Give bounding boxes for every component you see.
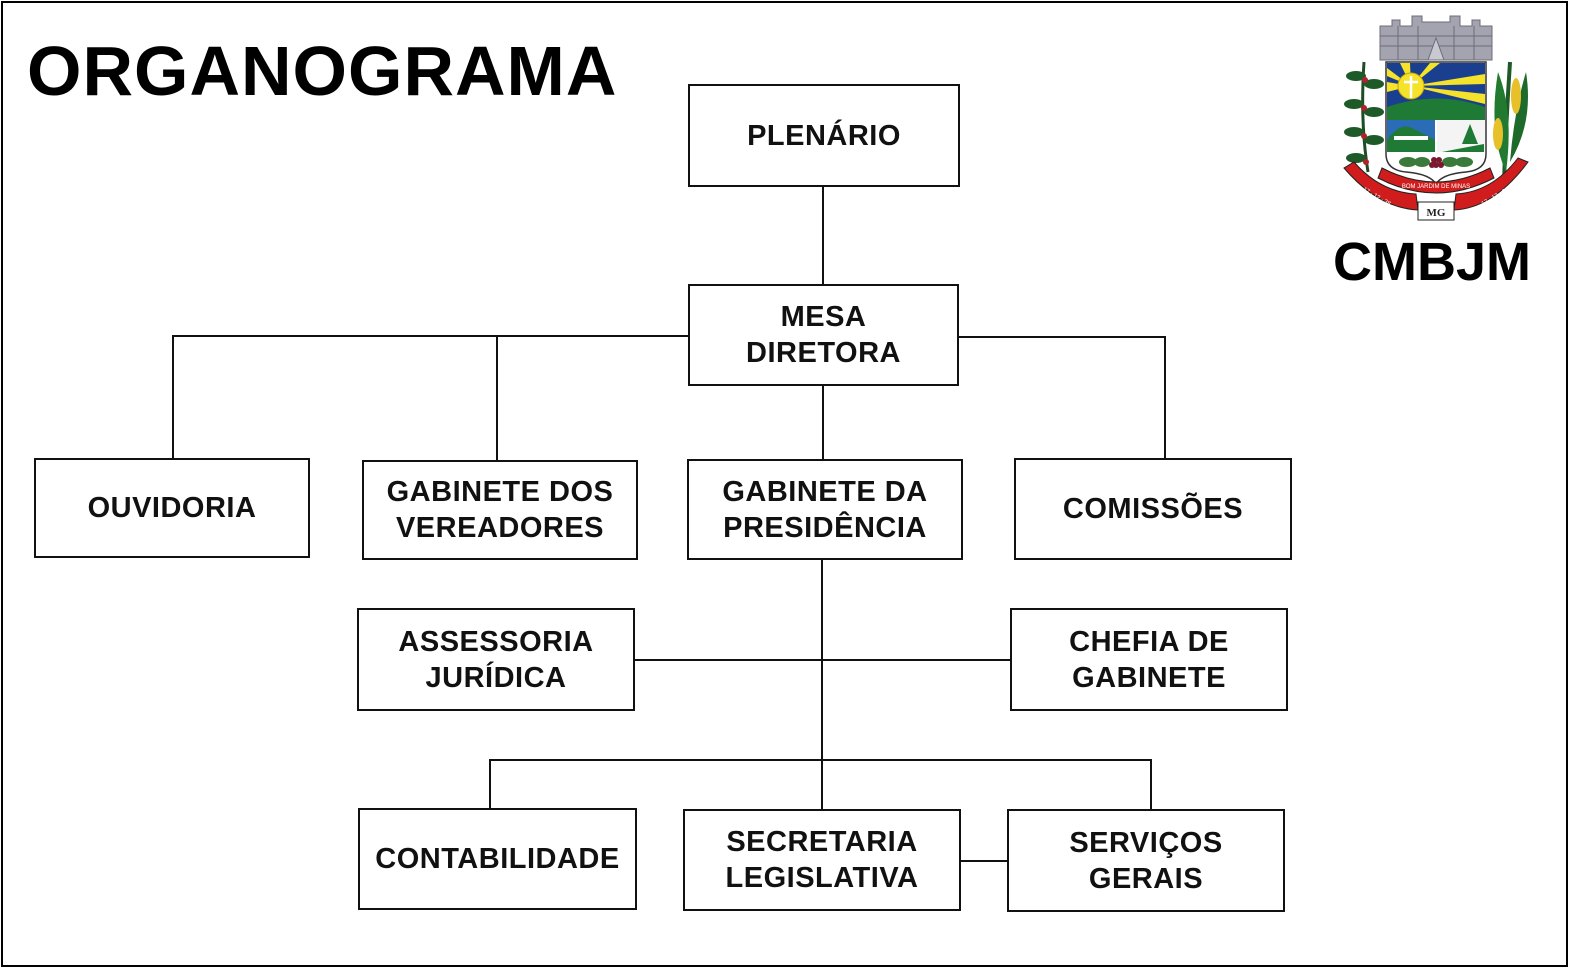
node-comissoes: COMISSÕES	[1014, 458, 1292, 560]
brand-acronym: CMBJM	[1333, 232, 1531, 292]
coffee-branch	[1344, 61, 1384, 173]
ribbon	[1343, 157, 1529, 221]
connector-presidencia-trunk	[821, 558, 823, 810]
node-label: SERVIÇOS GERAIS	[1069, 826, 1223, 895]
connector-to-ouvidoria	[172, 335, 174, 459]
node-gabinete-vereadores: GABINETE DOS VEREADORES	[362, 460, 638, 560]
node-mesa-diretora: MESA DIRETORA	[688, 284, 959, 386]
node-label: GABINETE DOS VEREADORES	[386, 476, 614, 544]
connector-to-comissoes	[1164, 336, 1166, 459]
connector-secretaria-servicos	[959, 860, 1009, 862]
node-gabinete-presidencia: GABINETE DA PRESIDÊNCIA	[687, 459, 963, 560]
connector-mesa-gabinete-presidencia	[822, 385, 824, 460]
node-label: COMISSÕES	[1062, 493, 1244, 525]
crest-state: MG	[1427, 207, 1446, 219]
node-label: PLENÁRIO	[747, 119, 901, 152]
connector-mesa-right-bus	[958, 336, 1166, 338]
node-ouvidoria: OUVIDORIA	[34, 458, 310, 558]
node-label: OUVIDORIA	[87, 492, 257, 524]
node-plenario: PLENÁRIO	[688, 84, 960, 187]
node-label: GABINETE DA PRESIDÊNCIA	[722, 475, 928, 544]
connector-mesa-left-bus	[172, 335, 688, 337]
node-chefia-gabinete: CHEFIA DE GABINETE	[1010, 608, 1288, 711]
node-label: ASSESSORIA JURÍDICA	[398, 625, 594, 694]
crest-ribbon-text: BOM JARDIM DE MINAS	[1402, 184, 1470, 190]
node-assessoria-juridica: ASSESSORIA JURÍDICA	[357, 608, 635, 711]
coat-of-arms-icon: BOM JARDIM DE MINAS 17 · 12 · 38 17 · 12…	[1343, 15, 1529, 221]
node-contabilidade: CONTABILIDADE	[358, 808, 637, 910]
node-secretaria-legislativa: SECRETARIA LEGISLATIVA	[683, 809, 961, 911]
connector-to-servicos-gerais	[1150, 759, 1152, 810]
node-label: MESA DIRETORA	[746, 301, 901, 369]
mural-crown	[1379, 15, 1493, 61]
node-label: SECRETARIA LEGISLATIVA	[725, 826, 919, 894]
connector-to-contabilidade	[489, 759, 491, 809]
page-title: ORGANOGRAMA	[27, 32, 618, 110]
node-servicos-gerais: SERVIÇOS GERAIS	[1007, 809, 1285, 912]
connector-plenario-mesa	[822, 186, 824, 286]
connector-to-gabinete-vereadores	[496, 335, 498, 461]
connector-assessoria-chefia	[633, 659, 1012, 661]
node-label: CHEFIA DE GABINETE	[1069, 625, 1229, 694]
connector-bottom-bus	[489, 759, 1152, 761]
shield	[1385, 61, 1487, 186]
node-label: CONTABILIDADE	[375, 843, 620, 875]
corn-plant	[1493, 61, 1528, 183]
